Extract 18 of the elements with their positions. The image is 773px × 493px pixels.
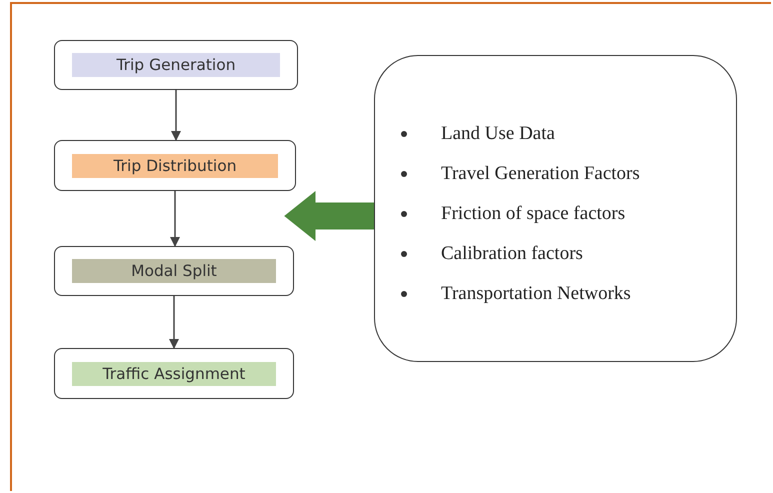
step-label: Traffic Assignment <box>72 362 276 386</box>
block-arrow <box>284 190 374 242</box>
arrow <box>169 296 179 349</box>
process-box <box>54 40 298 90</box>
list-item: Friction of space factors <box>441 203 626 225</box>
list-item: Transportation Networks <box>441 283 631 305</box>
list-item: Travel Generation Factors <box>441 163 640 185</box>
arrow <box>170 191 180 247</box>
list-item: Land Use Data <box>441 123 555 145</box>
arrow <box>171 90 181 141</box>
step-label: Trip Generation <box>72 53 280 77</box>
process-box <box>54 348 294 399</box>
list-item: Calibration factors <box>441 243 583 265</box>
step-label: Modal Split <box>72 259 276 283</box>
process-box <box>54 246 294 296</box>
step-label: Trip Distribution <box>72 154 278 178</box>
rounded-box <box>374 55 737 362</box>
process-box <box>54 140 296 191</box>
